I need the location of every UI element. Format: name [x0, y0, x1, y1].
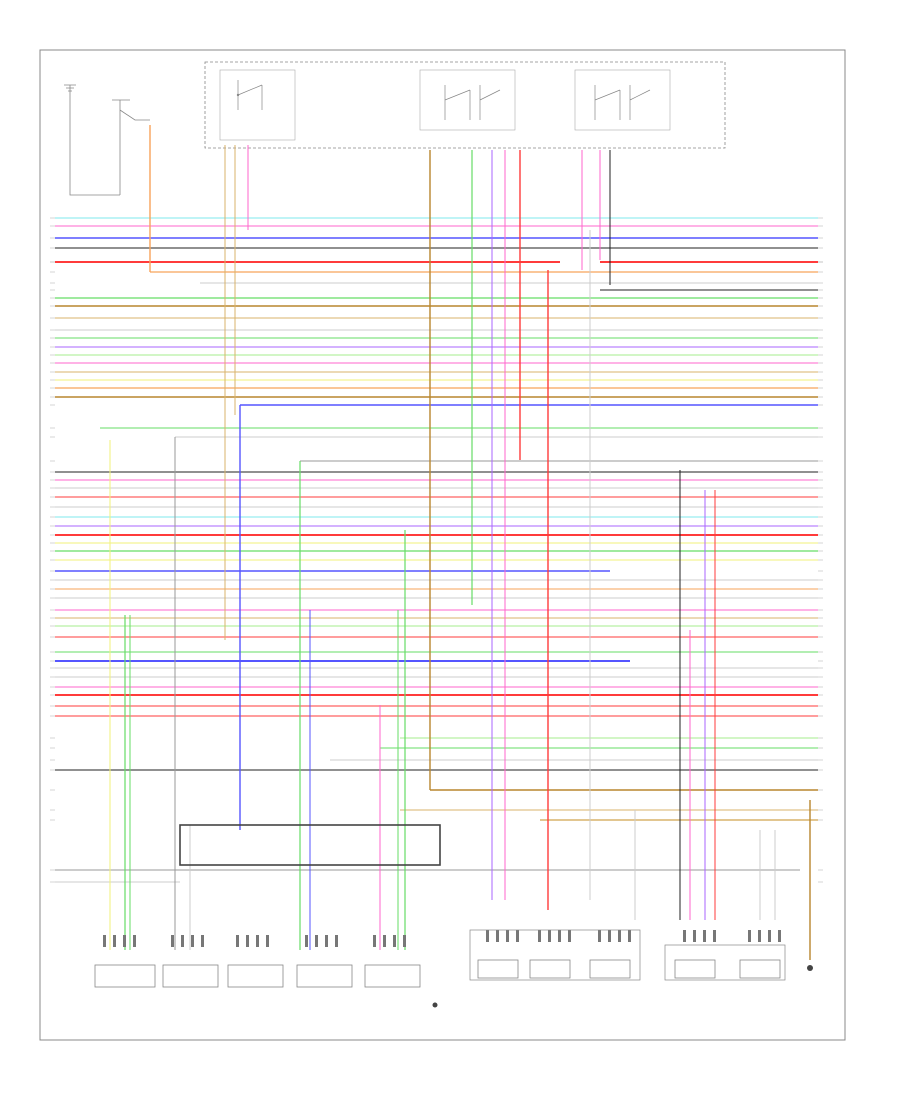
right-pin-numbers [818, 217, 823, 883]
module-6-connector-4 [516, 930, 519, 942]
relay-mid [419, 69, 516, 131]
module-7-connector-2 [548, 930, 551, 942]
ground-terminal-2 [432, 1002, 438, 1008]
switch-left [112, 99, 150, 195]
module-4-connector-1 [305, 935, 308, 947]
module-6-connector-3 [506, 930, 509, 942]
module-10-connector-4 [778, 930, 781, 942]
module-10-connector-3 [768, 930, 771, 942]
module-1-connector-1 [103, 935, 106, 947]
module-4-connector-4 [335, 935, 338, 947]
module-2-connector-3 [191, 935, 194, 947]
diagram-frame [39, 49, 846, 1041]
module-7-connector-4 [568, 930, 571, 942]
module-10-connector-2 [758, 930, 761, 942]
module-2-box [162, 964, 219, 988]
sensor-group-box [664, 944, 786, 981]
module-3-connector-3 [256, 935, 259, 947]
module-3-connector-4 [266, 935, 269, 947]
module-10-connector-1 [748, 930, 751, 942]
left-pin-numbers [50, 217, 55, 883]
module-3-connector-1 [236, 935, 239, 947]
module-8-connector-4 [628, 930, 631, 942]
module-1-connector-3 [123, 935, 126, 947]
module-6-connector-2 [496, 930, 499, 942]
ground-terminal [807, 965, 813, 971]
module-1-connector-4 [133, 935, 136, 947]
module-5-connector-3 [393, 935, 396, 947]
module-6-box [477, 959, 519, 979]
module-1-connector-2 [113, 935, 116, 947]
module-3-box [227, 964, 284, 988]
module-8-connector-2 [608, 930, 611, 942]
bottom-junction [179, 824, 441, 866]
module-5-box [364, 964, 421, 988]
actuator-group-box [469, 929, 641, 981]
module-8-connector-3 [618, 930, 621, 942]
module-4-connector-3 [325, 935, 328, 947]
module-6-connector-1 [486, 930, 489, 942]
ground-symbol-left [64, 84, 120, 196]
module-7-connector-3 [558, 930, 561, 942]
module-9-box [674, 959, 716, 979]
module-2-connector-2 [181, 935, 184, 947]
module-8-connector-1 [598, 930, 601, 942]
wire-harness [55, 217, 818, 883]
module-4-box [296, 964, 353, 988]
module-7-box [529, 959, 571, 979]
module-9-connector-2 [693, 930, 696, 942]
module-7-connector-1 [538, 930, 541, 942]
module-5-connector-4 [403, 935, 406, 947]
vertical-wires [109, 125, 811, 960]
relay-box-top [204, 61, 726, 149]
module-4-connector-2 [315, 935, 318, 947]
module-1-box [94, 964, 156, 988]
module-9-connector-4 [713, 930, 716, 942]
module-2-connector-4 [201, 935, 204, 947]
module-10-box [739, 959, 781, 979]
module-5-connector-1 [373, 935, 376, 947]
module-5-connector-2 [383, 935, 386, 947]
module-9-connector-1 [683, 930, 686, 942]
module-2-connector-1 [171, 935, 174, 947]
module-3-connector-2 [246, 935, 249, 947]
bottom-modules [94, 930, 813, 1008]
relay-left [219, 69, 296, 141]
relay-right [574, 69, 671, 131]
module-8-box [589, 959, 631, 979]
module-9-connector-3 [703, 930, 706, 942]
